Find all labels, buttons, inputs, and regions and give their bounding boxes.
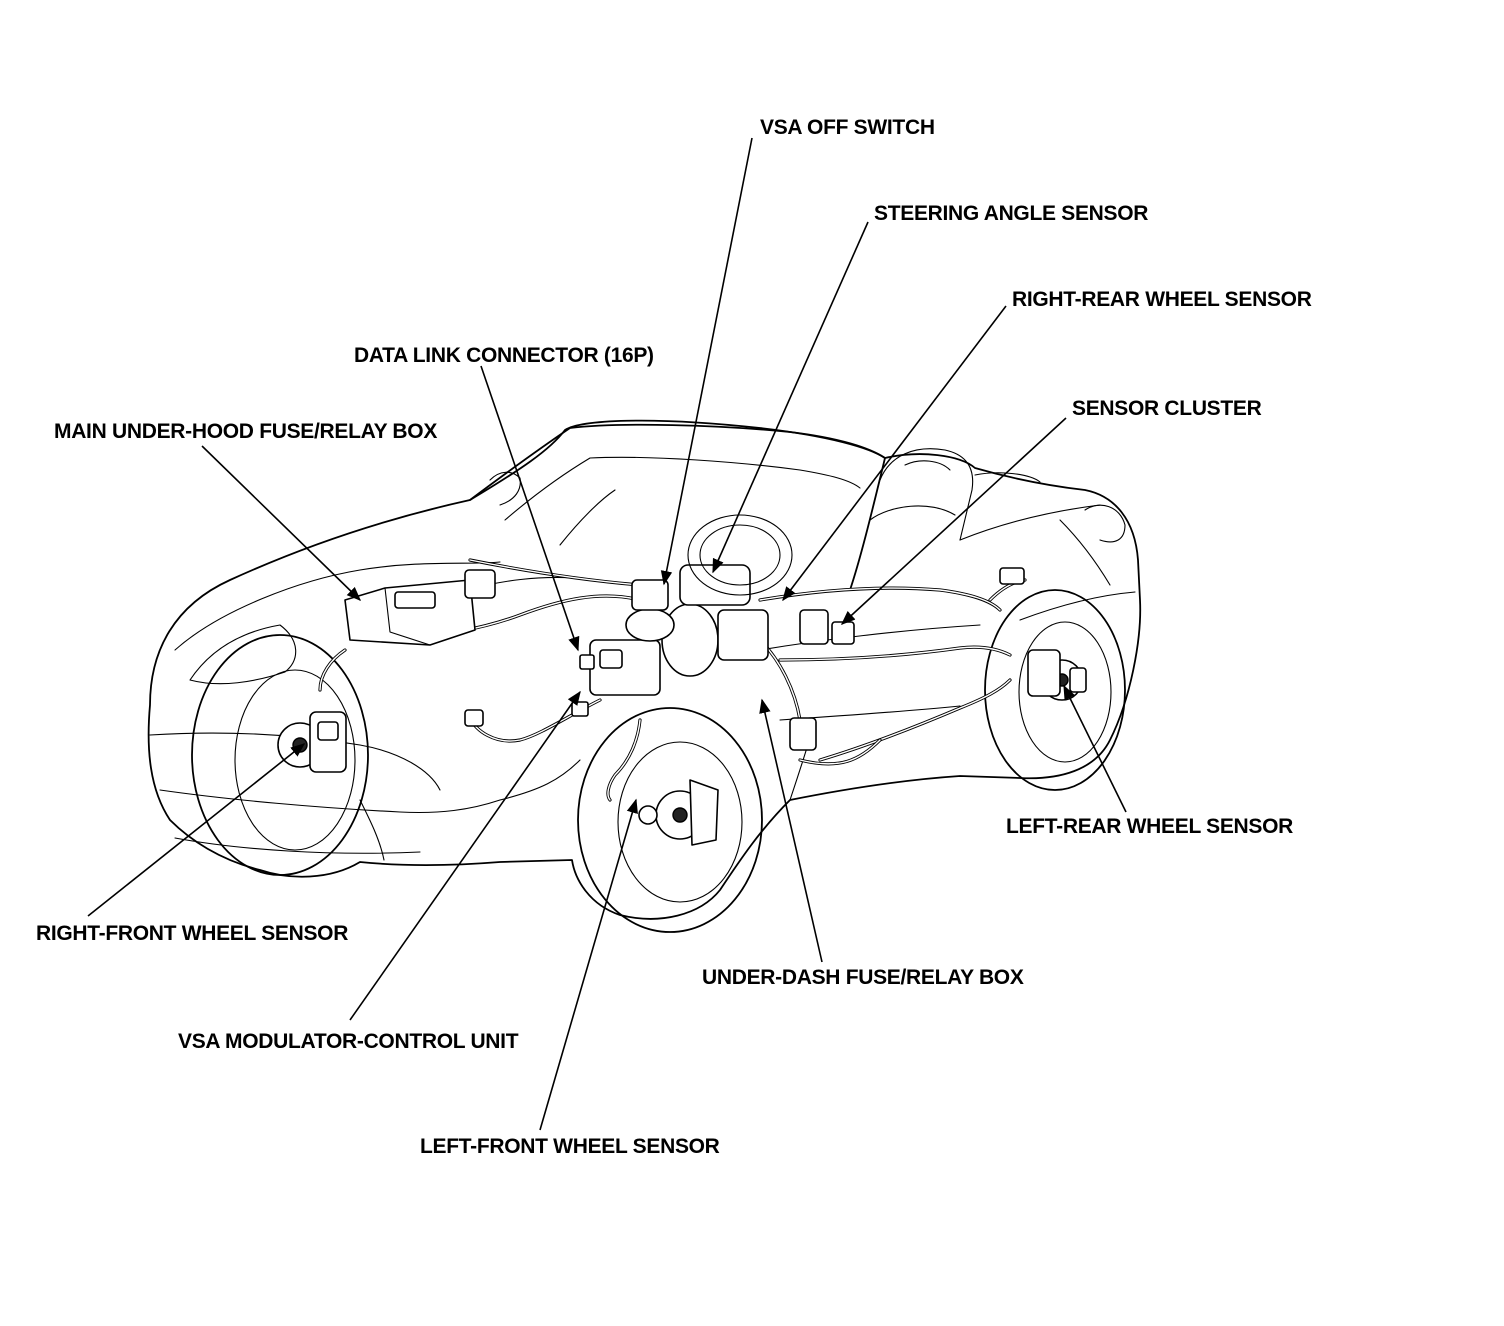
main-under-hood-fuse-relay-box: [344, 569, 496, 646]
label-left-rear-wheel-sensor: LEFT-REAR WHEEL SENSOR: [1006, 815, 1294, 838]
label-left-front-wheel-sensor: LEFT-FRONT WHEEL SENSOR: [420, 1135, 720, 1158]
leader-lines: [87, 137, 1127, 1131]
rear-left-wheel: [984, 589, 1126, 791]
label-main-under-hood-fuse-relay-box: MAIN UNDER-HOOD FUSE/RELAY BOX: [54, 420, 438, 443]
label-right-front-wheel-sensor: RIGHT-FRONT WHEEL SENSOR: [36, 922, 349, 945]
front-right-wheel: [191, 634, 369, 876]
label-vsa-off-switch: VSA OFF SWITCH: [760, 116, 935, 139]
label-right-rear-wheel-sensor: RIGHT-REAR WHEEL SENSOR: [1012, 288, 1312, 311]
engine-bay-components: [464, 514, 1025, 751]
front-left-wheel: [577, 707, 763, 933]
label-under-dash-fuse-relay-box: UNDER-DASH FUSE/RELAY BOX: [702, 966, 1024, 989]
label-data-link-connector: DATA LINK CONNECTOR (16P): [354, 344, 654, 367]
label-steering-angle-sensor: STEERING ANGLE SENSOR: [874, 202, 1149, 225]
label-vsa-modulator-control-unit: VSA MODULATOR-CONTROL UNIT: [178, 1030, 519, 1053]
label-sensor-cluster: SENSOR CLUSTER: [1072, 397, 1262, 420]
